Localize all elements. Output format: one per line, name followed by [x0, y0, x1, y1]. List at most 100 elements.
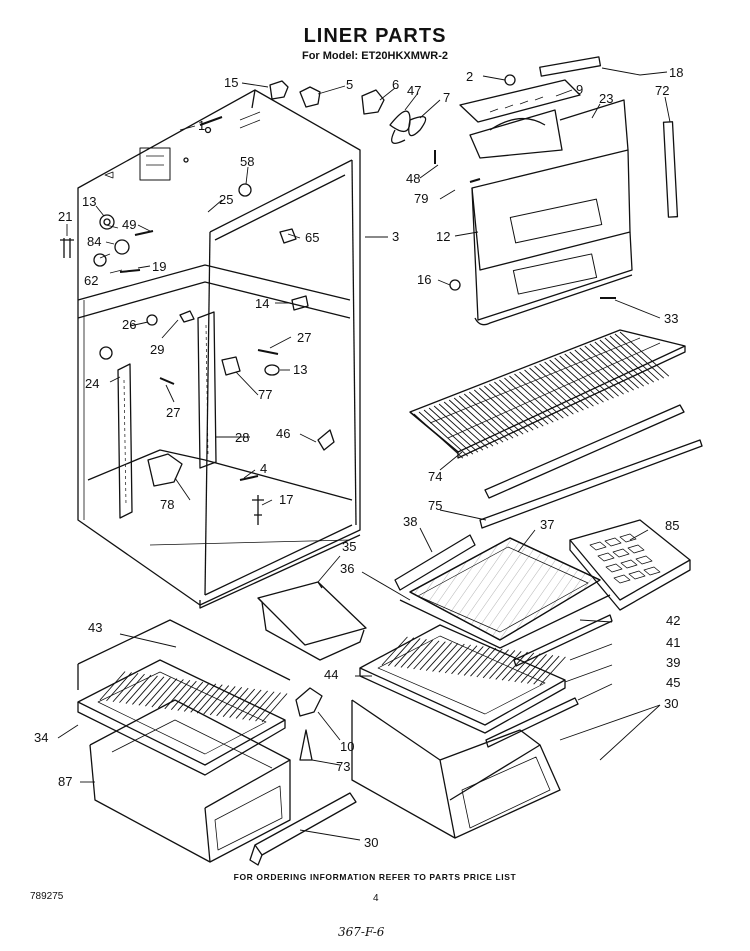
callout-38: 38 [403, 514, 418, 529]
callout-13-upper: 13 [82, 194, 97, 209]
crisper-drawer-right [351, 699, 561, 839]
callout-58: 58 [240, 154, 255, 169]
wire-lines-line [443, 401, 494, 447]
wire-lines-line [564, 353, 614, 399]
crisper-right-hatch-line [387, 637, 415, 667]
callout-18: 18 [669, 65, 684, 80]
crisper-left-hatch-line [248, 691, 275, 721]
wire-lines-line [559, 355, 609, 401]
callout-26: 26 [122, 317, 137, 332]
crisper-left-hatch-line [235, 689, 262, 719]
callout-1: 1 [198, 118, 206, 133]
wire-lines-line [614, 333, 665, 379]
callout-21: 21 [58, 209, 73, 224]
crisper-left-hatch-line [209, 686, 236, 716]
shelf-trim-strips [479, 404, 703, 529]
crisper-right-hatch-line [514, 653, 541, 683]
cabinet-small-parts [60, 80, 335, 525]
crisper-shelf-left-slats [99, 671, 288, 723]
crisper-right-hatch-line [520, 654, 547, 683]
wire-lines-line [504, 377, 554, 423]
crisper-right-hatch-line [400, 638, 427, 668]
callout-23: 23 [599, 91, 614, 106]
crisper-right-hatch-line [451, 645, 478, 675]
callout-9: 9 [576, 82, 584, 97]
crisper-left-hatch-line [255, 692, 281, 722]
callout-28: 28 [235, 430, 250, 445]
crisper-right-hatch-line [457, 646, 484, 675]
cabinet-liner [77, 89, 361, 609]
model-subtitle: For Model: ET20HKXMWR-2 [301, 50, 449, 62]
callout-27-right: 27 [297, 330, 312, 345]
wire-lines-line [423, 409, 474, 455]
wire-lines-line [458, 395, 509, 441]
callout-87: 87 [58, 774, 73, 789]
wire-lines-line [468, 391, 519, 437]
crisper-right-hatch-line [527, 654, 554, 684]
crisper-right-hatch-line [432, 642, 459, 672]
wire-lines-line [544, 361, 594, 407]
wire-lines-line [539, 363, 589, 409]
wire-shelf [409, 329, 686, 459]
crisper-right-hatch-line [476, 648, 503, 678]
wire-lines-line [494, 381, 544, 427]
egg-tray [569, 519, 691, 611]
callout-27-left: 27 [166, 405, 181, 420]
shelf-rail-left [117, 363, 133, 519]
wire-lines-line [489, 383, 539, 429]
crisper-right-hatch-line [482, 649, 509, 679]
callout-2: 2 [466, 69, 474, 84]
callout-33: 33 [664, 311, 679, 326]
wire-lines-line [579, 347, 629, 393]
callout-10: 10 [340, 739, 355, 754]
crisper-drawer-left [89, 699, 291, 863]
callout-30-bottom: 30 [364, 835, 379, 850]
crisper-right-hatch-line [394, 638, 421, 667]
callout-30-right: 30 [664, 696, 679, 711]
callout-16: 16 [417, 272, 432, 287]
divider-bracket [295, 687, 323, 761]
callout-34: 34 [34, 730, 49, 745]
wire-lines-line [574, 349, 624, 395]
crisper-right-hatch-line [539, 656, 566, 686]
crisper-left-hatch-line [157, 679, 184, 709]
crisper-right-hatch-line [508, 652, 535, 682]
control-housing [459, 74, 581, 159]
crisper-right-hatch-line [381, 636, 408, 666]
crisper-right-hatch-line [425, 642, 453, 671]
wire-lines-line [604, 337, 655, 383]
callout-24: 24 [85, 376, 100, 391]
callout-85: 85 [665, 518, 680, 533]
wire-lines-line [418, 411, 469, 457]
wire-lines-line [589, 343, 639, 389]
callout-75: 75 [428, 498, 443, 513]
handwritten-note: 367-F-6 [338, 925, 385, 939]
glass-shelf [394, 534, 613, 667]
crisper-left-hatch-line [112, 672, 139, 703]
wire-lines-line [534, 365, 584, 411]
callout-39: 39 [666, 655, 681, 670]
crisper-right-hatch-line [419, 641, 446, 671]
crisper-left-hatch-line [190, 683, 217, 713]
leader-lines [57, 67, 671, 841]
crisper-right-hatch-line [489, 650, 516, 679]
crisper-right-hatch-line [501, 651, 528, 681]
callout-14: 14 [255, 296, 270, 311]
crisper-right-hatch-line [413, 640, 440, 670]
callout-36: 36 [340, 561, 355, 576]
callout-46: 46 [276, 426, 291, 441]
top-trim-strips [539, 56, 679, 218]
crisper-left-hatch-line [119, 673, 145, 703]
crisper-left-hatch-line [261, 693, 288, 723]
dairy-bin [257, 581, 367, 661]
callout-43: 43 [88, 620, 103, 635]
callout-3: 3 [392, 229, 400, 244]
wire-lines-line [524, 369, 574, 415]
wire-lines-line [433, 405, 484, 451]
wire-lines-line [509, 375, 559, 421]
crisper-left-hatch-line [196, 684, 223, 714]
callout-7: 7 [443, 90, 451, 105]
callout-5: 5 [346, 77, 354, 92]
callout-4: 4 [260, 461, 268, 476]
wire-lines-line [484, 385, 534, 431]
